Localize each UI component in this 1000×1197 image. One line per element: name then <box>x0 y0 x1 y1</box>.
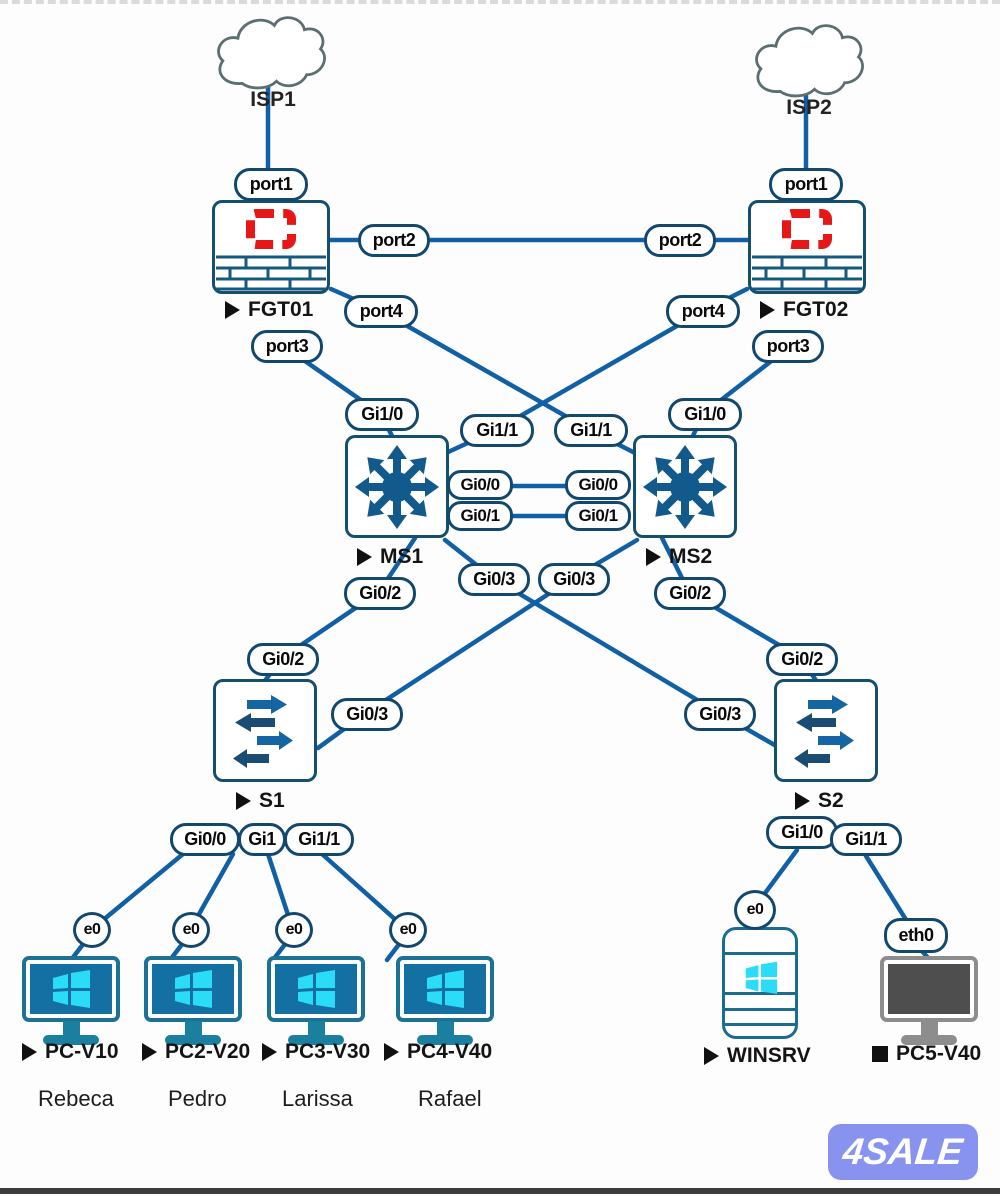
pc2-label: PC2-V20 <box>142 1040 250 1064</box>
ms2-gi0-3-pill: Gi0/3 <box>538 563 610 596</box>
pc2-user-name: Pedro <box>168 1086 227 1111</box>
s2-gi1-1-pill: Gi1/1 <box>830 823 902 856</box>
s2-gi0-2-pill: Gi0/2 <box>766 643 838 676</box>
ms1-multilayer-switch-icon <box>345 435 449 538</box>
pc2-e0-pill: e0 <box>172 912 210 948</box>
pc1-e0-pill: e0 <box>73 912 111 948</box>
s1-label: S1 <box>236 789 285 813</box>
ms1-gi0-0-pill: Gi0/0 <box>447 470 513 500</box>
pc1-monitor-icon <box>22 956 120 1048</box>
start-triangle-icon <box>225 301 240 319</box>
fgt01-port3-pill: port3 <box>251 330 323 363</box>
ms2-multilayer-switch-icon <box>633 435 737 538</box>
pc1-label: PC-V10 <box>22 1040 119 1064</box>
s1-gi0-0-pill: Gi0/0 <box>170 823 240 856</box>
start-triangle-icon <box>384 1043 399 1061</box>
s2-gi0-3-pill: Gi0/3 <box>684 698 756 731</box>
ms2-gi1-0-pill: Gi1/0 <box>668 398 742 431</box>
vendor-watermark-text: 4SALE <box>841 1131 965 1172</box>
isp2-cloud-icon <box>755 24 864 98</box>
square-bullet-icon <box>872 1046 888 1062</box>
s2-label: S2 <box>795 789 844 813</box>
pc4-e0-pill: e0 <box>389 912 427 948</box>
fgt01-port4-pill: port4 <box>344 295 418 328</box>
multilayer-switch-arrows-icon <box>643 444 727 529</box>
firewall-bricks-icon <box>216 255 326 291</box>
multilayer-switch-arrows-icon <box>355 444 439 529</box>
pc3-monitor-icon <box>267 956 365 1048</box>
fgt01-port2-pill: port2 <box>358 224 430 257</box>
winsrv-server-icon <box>722 927 798 1039</box>
windows-logo-icon <box>53 970 90 1008</box>
s1-gi1-1-pill: Gi1/1 <box>284 823 354 856</box>
ms2-gi1-1-pill: Gi1/1 <box>554 414 628 447</box>
pc5-eth0-pill: eth0 <box>884 918 948 953</box>
ms2-gi0-0-pill: Gi0/0 <box>565 470 631 500</box>
pc4-monitor-icon <box>396 956 494 1048</box>
ms1-gi1-0-pill: Gi1/0 <box>345 398 419 431</box>
pc3-e0-pill: e0 <box>275 912 313 948</box>
s2-gi1-0-pill: Gi1/0 <box>766 816 838 849</box>
pc5-monitor-icon <box>880 956 978 1048</box>
start-triangle-icon <box>236 792 251 810</box>
fgt01-label: FGT01 <box>225 298 313 322</box>
windows-logo-icon <box>298 970 335 1008</box>
fgt02-label: FGT02 <box>760 298 848 322</box>
start-triangle-icon <box>795 792 810 810</box>
winsrv-label: WINSRV <box>704 1044 811 1068</box>
start-triangle-icon <box>646 548 661 566</box>
pc2-monitor-icon <box>144 956 242 1048</box>
ms1-label: MS1 <box>357 545 423 569</box>
fgt02-port4-pill: port4 <box>666 295 740 328</box>
start-triangle-icon <box>262 1043 277 1061</box>
s2-switch-icon <box>774 679 878 782</box>
start-triangle-icon <box>357 548 372 566</box>
ms1-gi0-1-pill: Gi0/1 <box>447 501 513 531</box>
windows-logo-icon <box>427 970 464 1008</box>
s1-gi0-2-pill: Gi0/2 <box>247 643 319 676</box>
windows-logo-icon <box>175 970 212 1008</box>
start-triangle-icon <box>142 1043 157 1061</box>
isp1-label: ISP1 <box>250 88 296 111</box>
pc3-user-name: Larissa <box>282 1086 353 1111</box>
pc5-label: PC5-V40 <box>872 1042 981 1066</box>
ms2-label: MS2 <box>646 545 712 569</box>
s1-gi0-3-pill: Gi0/3 <box>331 698 403 731</box>
pc1-user-name: Rebeca <box>38 1086 114 1111</box>
page-top-dashed-line <box>0 0 1000 4</box>
fgt02-firewall-icon <box>748 200 866 294</box>
isp2-label: ISP2 <box>786 96 832 119</box>
start-triangle-icon <box>22 1043 37 1061</box>
fgt01-firewall-icon <box>212 200 330 294</box>
start-triangle-icon <box>760 301 775 319</box>
fortinet-logo-icon <box>246 209 296 249</box>
pc4-user-name: Rafael <box>418 1086 482 1111</box>
link-ms2-s1-gi03 <box>315 537 640 751</box>
switch-arrows-icon <box>794 694 854 768</box>
pc4-label: PC4-V40 <box>384 1040 492 1064</box>
vendor-watermark: 4SALE <box>828 1124 978 1180</box>
s1-switch-icon <box>213 679 317 782</box>
fgt02-port3-pill: port3 <box>752 330 824 363</box>
ms1-gi1-1-pill: Gi1/1 <box>460 414 534 447</box>
fgt02-port1-pill: port1 <box>769 168 843 201</box>
ms2-gi0-1-pill: Gi0/1 <box>565 501 631 531</box>
switch-arrows-icon <box>233 694 293 768</box>
isp1-cloud-icon <box>217 16 326 90</box>
fortinet-logo-icon <box>782 209 832 249</box>
winsrv-e0-pill: e0 <box>734 890 776 930</box>
fgt01-port1-pill: port1 <box>234 168 308 201</box>
ms1-gi0-2-pill: Gi0/2 <box>344 577 416 610</box>
pc3-label: PC3-V30 <box>262 1040 370 1064</box>
link-ms1-s2-gi03 <box>442 537 781 750</box>
stub-pc4 <box>384 940 403 963</box>
fgt02-port2-pill: port2 <box>644 224 716 257</box>
s1-gi1-pill: Gi1 <box>238 823 286 856</box>
ms1-gi0-3-pill: Gi0/3 <box>458 563 530 596</box>
start-triangle-icon <box>704 1047 719 1065</box>
page-bottom-rule <box>0 1188 1000 1194</box>
windows-logo-icon <box>745 961 778 994</box>
ms2-gi0-2-pill: Gi0/2 <box>654 577 726 610</box>
firewall-bricks-icon <box>752 255 862 291</box>
